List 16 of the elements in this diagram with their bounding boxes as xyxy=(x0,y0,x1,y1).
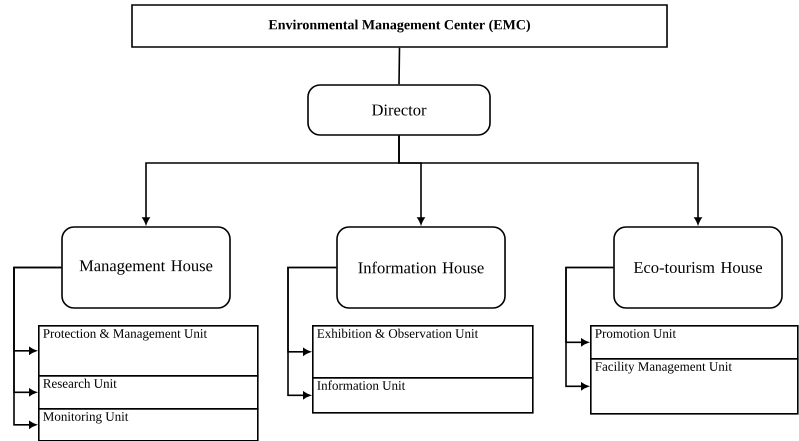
unit-box: Information Unit xyxy=(312,377,534,414)
rounded-box: Director xyxy=(307,84,491,136)
rounded-box: Information House xyxy=(336,226,506,309)
unit-box: Protection & Management Unit xyxy=(38,325,259,377)
unit-box: Monitoring Unit xyxy=(38,408,259,441)
unit-box: Promotion Unit xyxy=(590,325,799,360)
connector-arrow xyxy=(565,266,614,390)
title-box: Environmental Management Center (EMC) xyxy=(131,4,668,48)
unit-box: Research Unit xyxy=(38,375,259,410)
rounded-box: Eco-tourism House xyxy=(613,226,783,309)
connector-arrow xyxy=(287,266,336,399)
unit-box: Exhibition & Observation Unit xyxy=(312,325,534,379)
unit-box: Facility Management Unit xyxy=(590,358,799,415)
rounded-box: Management House xyxy=(61,226,231,309)
connector-arrow xyxy=(398,136,702,224)
connector-arrow xyxy=(13,266,62,428)
